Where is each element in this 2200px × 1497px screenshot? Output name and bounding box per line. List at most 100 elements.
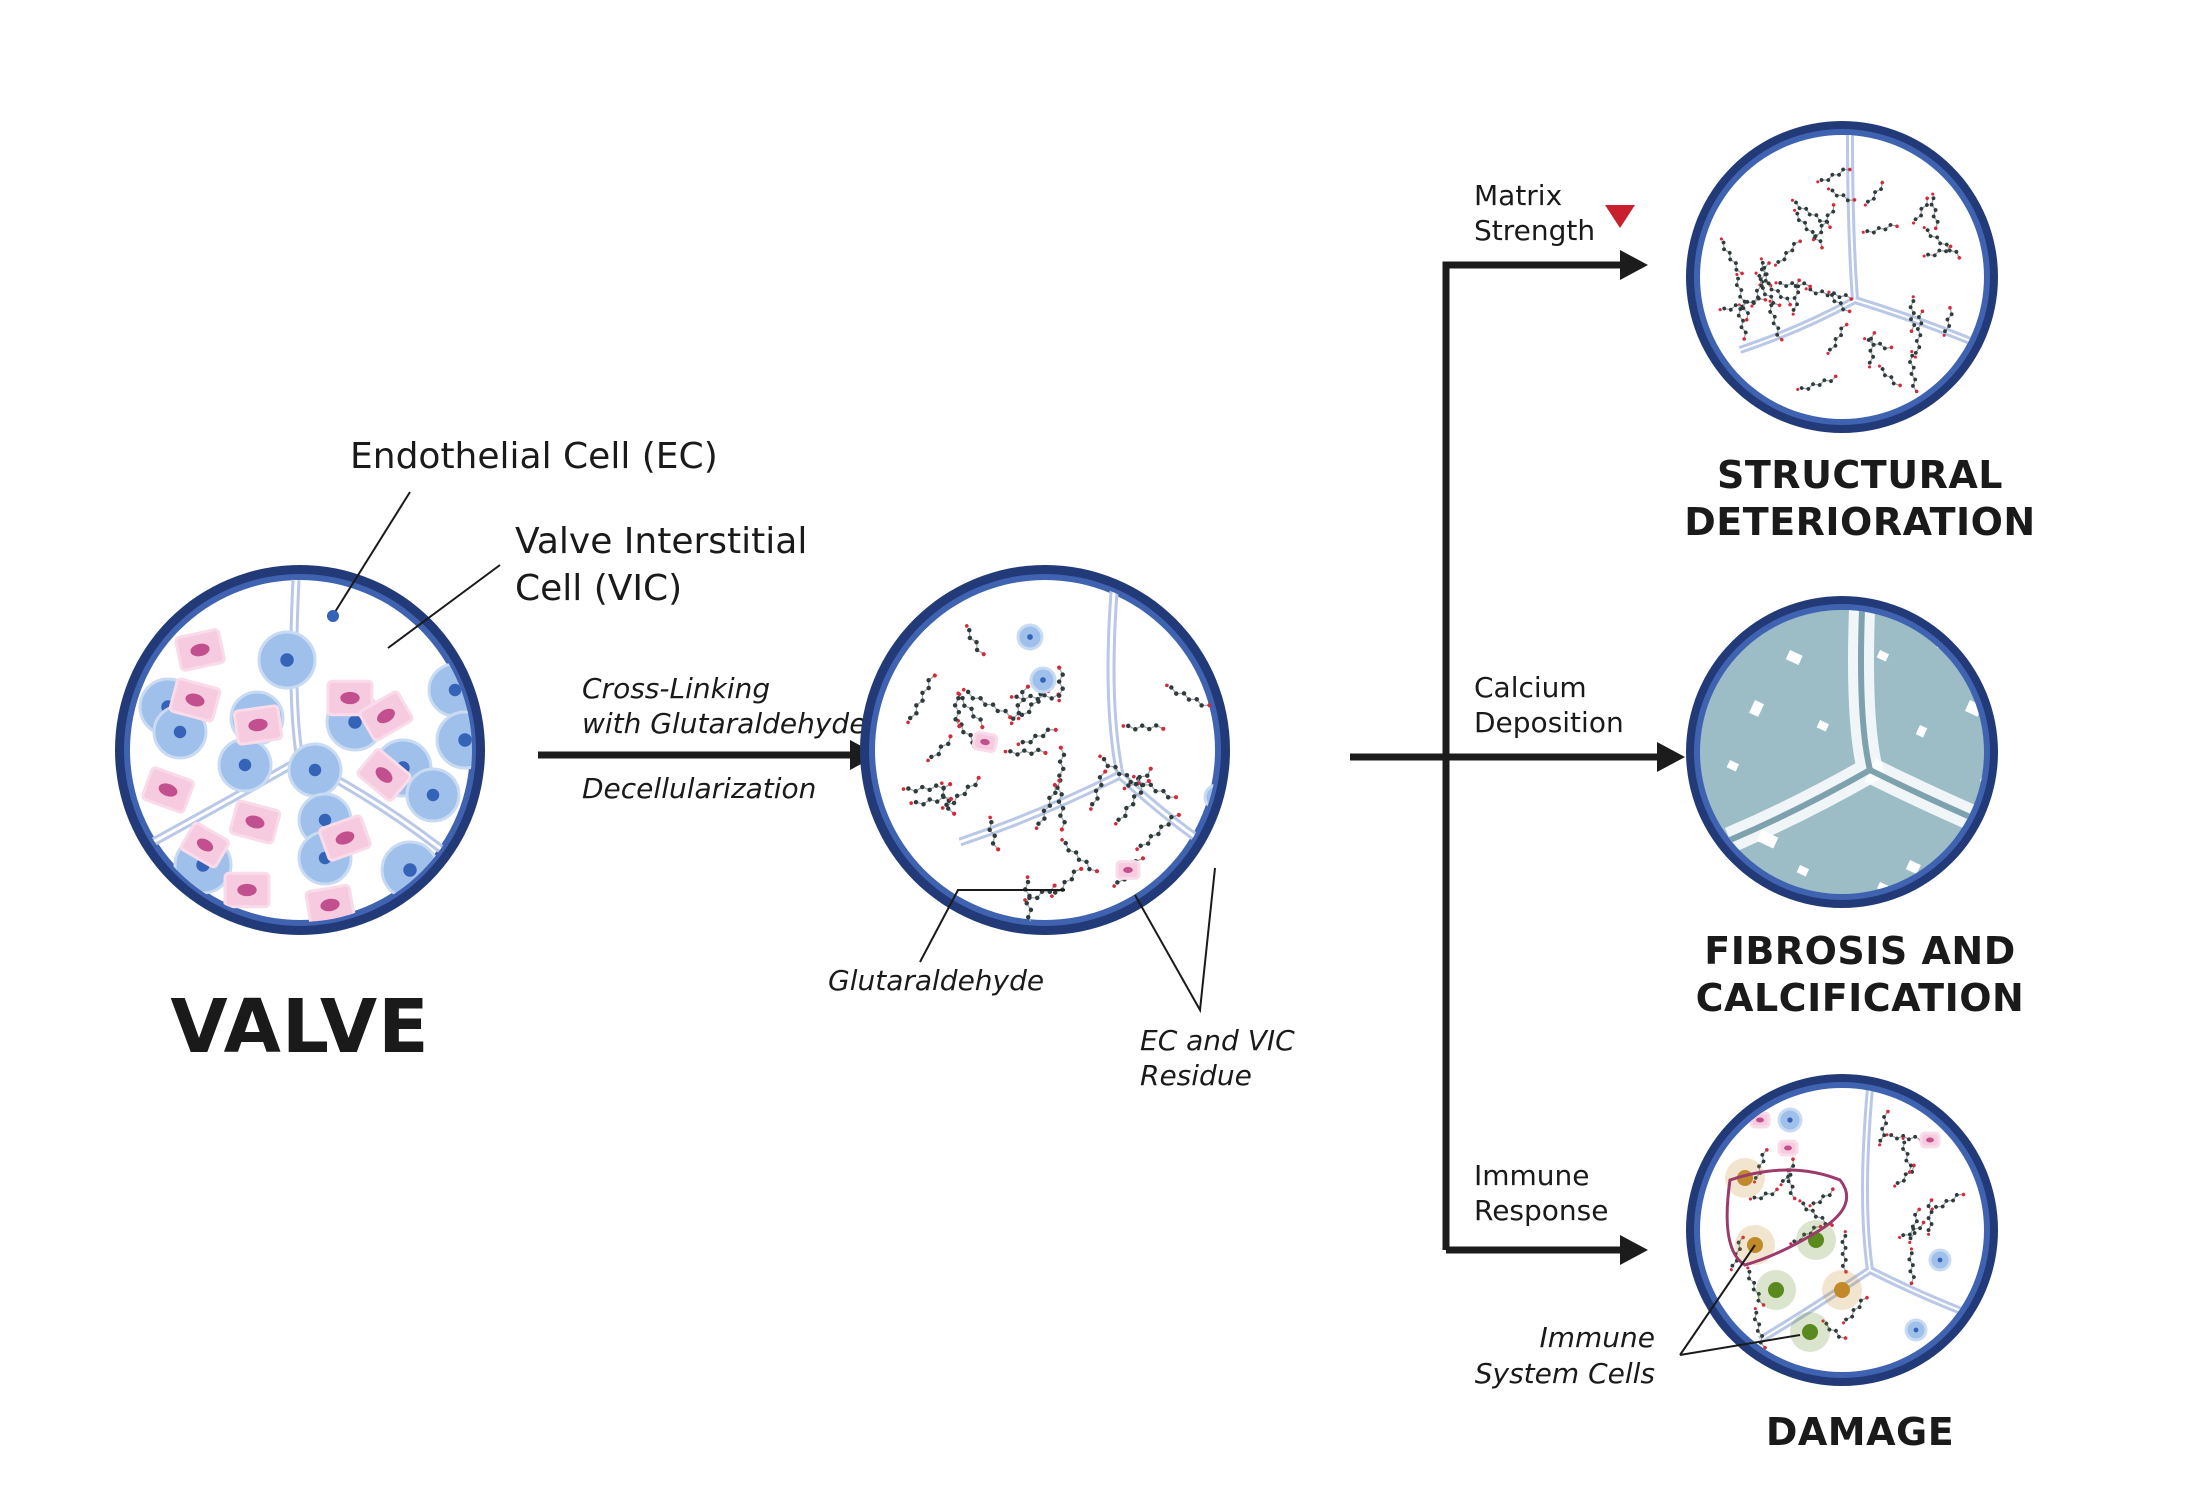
calcium-deposit [1905, 860, 1921, 875]
interstitial-cell [141, 766, 195, 814]
process-label-line2: with Glutaraldehyde [582, 707, 866, 740]
ec-nucleus [1937, 1257, 1943, 1263]
glutaraldehyde-chain [1929, 192, 1940, 231]
interstitial-cell [358, 690, 414, 742]
calcium-deposit [1756, 830, 1779, 849]
branch-immune-line1: Immune [1474, 1159, 1590, 1192]
glutaraldehyde-chain [1827, 290, 1852, 314]
interstitial-cell [356, 748, 412, 802]
process-label-line1: Cross-Linking [582, 672, 770, 705]
glutaraldehyde-chain [1165, 683, 1212, 708]
glutaraldehyde-chain [1003, 747, 1048, 757]
glutaraldehyde-chain [1791, 278, 1801, 316]
branch-connector [1350, 261, 1665, 1254]
immune-cell [1768, 1282, 1784, 1298]
immune-cell [1834, 1282, 1850, 1298]
residue-label-line1: EC and VIC [1140, 1024, 1295, 1057]
valve-title: VALVE [170, 984, 429, 1070]
glutaraldehyde-chain [909, 794, 954, 807]
glutaraldehyde-chain [1098, 754, 1141, 786]
damaged-region-outline [1725, 1168, 1849, 1267]
interstitial-cell [223, 871, 271, 909]
glutaraldehyde-chain [1060, 837, 1100, 874]
glutaraldehyde-chain [1821, 1319, 1848, 1340]
arrowhead-structural [1620, 250, 1648, 280]
glutaraldehyde-chain [961, 687, 1013, 720]
ec-nucleus [1787, 1117, 1793, 1123]
residue-label-line2: Residue [1140, 1059, 1252, 1092]
glutaraldehyde-chain [1790, 198, 1832, 230]
ec-nucleus [1040, 677, 1046, 683]
decrease-triangle-icon [1605, 205, 1635, 228]
ec-nucleus [1027, 634, 1033, 640]
ec-nucleus [280, 653, 294, 667]
glutaraldehyde-chain [1877, 364, 1902, 388]
ec-nucleus [308, 763, 322, 777]
ec-nucleus [348, 715, 362, 729]
branch-immune-line2: Response [1474, 1194, 1608, 1227]
glutaraldehyde-chain [1816, 167, 1852, 184]
glutaraldehyde-chain [1122, 766, 1153, 791]
glutaraldehyde-chain [1034, 782, 1058, 830]
glutaraldehyde-chain [1750, 261, 1771, 308]
glutaraldehyde-chain [1774, 281, 1812, 289]
glutaraldehyde-chain [1768, 299, 1784, 342]
calcium-deposit [1796, 864, 1810, 877]
glutaraldehyde-chain [1840, 1230, 1848, 1274]
interstitial-cell [318, 814, 372, 862]
damage-circle [1686, 1074, 1998, 1386]
interstitial-cell [232, 704, 284, 746]
glutaraldehyde-chain [1089, 769, 1108, 811]
outcome-structural-line1: STRUCTURAL [1717, 453, 2003, 497]
arrowhead-calcification [1657, 742, 1685, 772]
interstitial-cell [971, 730, 999, 754]
interstitial-cell [1919, 1131, 1941, 1149]
glutaraldehyde-chain [1793, 208, 1824, 250]
process-arrow [538, 740, 878, 770]
glutaraldehyde-chain [1811, 203, 1836, 242]
glutaraldehyde-chain [906, 673, 937, 725]
vic-pointer-line [387, 564, 501, 649]
branch-calcium-line1: Calcium [1474, 671, 1587, 704]
native-valve-circle [115, 565, 485, 935]
immune-cell [1802, 1324, 1818, 1340]
glutaraldehyde-chain [1748, 1187, 1779, 1201]
calcium-deposit [1749, 700, 1765, 717]
glutaraldehyde-chain [1867, 331, 1877, 369]
crosslinked-tissue-circle [860, 565, 1230, 935]
glutaraldehyde-chain [1056, 665, 1065, 703]
glutaraldehyde-chain [1926, 1198, 1934, 1236]
glutaraldehyde-chain [1132, 774, 1179, 800]
vic-label-line2: Cell (VIC) [515, 568, 682, 609]
glutaraldehyde-chain [1907, 1247, 1916, 1286]
glutaraldehyde-chain [1786, 1169, 1797, 1201]
interstitial-cell [174, 628, 226, 672]
glutaraldehyde-chain [926, 734, 953, 763]
branch-calcium-line2: Deposition [1474, 706, 1624, 739]
glutaraldehyde-molecules [901, 617, 1217, 922]
glutaraldehyde-chain [1734, 272, 1750, 322]
calcium-deposit [1726, 759, 1740, 772]
interstitial-cell [228, 799, 282, 845]
interstitial-cell [326, 679, 374, 717]
ec-nucleus [458, 733, 472, 747]
glutaraldehyde-chain [964, 624, 986, 657]
interstitial-cell [1199, 617, 1217, 639]
glutaraldehyde-chain [1752, 1307, 1767, 1350]
interstitial-cell [1115, 860, 1141, 880]
glutaraldehyde-chain [1057, 745, 1067, 783]
glutaraldehyde-chain [1719, 237, 1744, 276]
interstitial-cell [168, 677, 222, 723]
glutaraldehyde-chain [940, 775, 981, 810]
ec-nucleus [318, 813, 332, 827]
glutaraldehyde-chain [1841, 1295, 1869, 1325]
glutaraldehyde-chain [1113, 778, 1151, 826]
branch-matrix-line2: Strength [1474, 214, 1595, 247]
glutaraldehyde-chain [1908, 295, 1917, 333]
immune-pointer-1 [1679, 1244, 1756, 1356]
glutaraldehyde-chain [1798, 1199, 1834, 1227]
glutaraldehyde-chain [1911, 196, 1929, 225]
endothelial-cell-label: Endothelial Cell (EC) [350, 436, 718, 477]
glutaraldehyde-chain [1808, 1187, 1835, 1208]
